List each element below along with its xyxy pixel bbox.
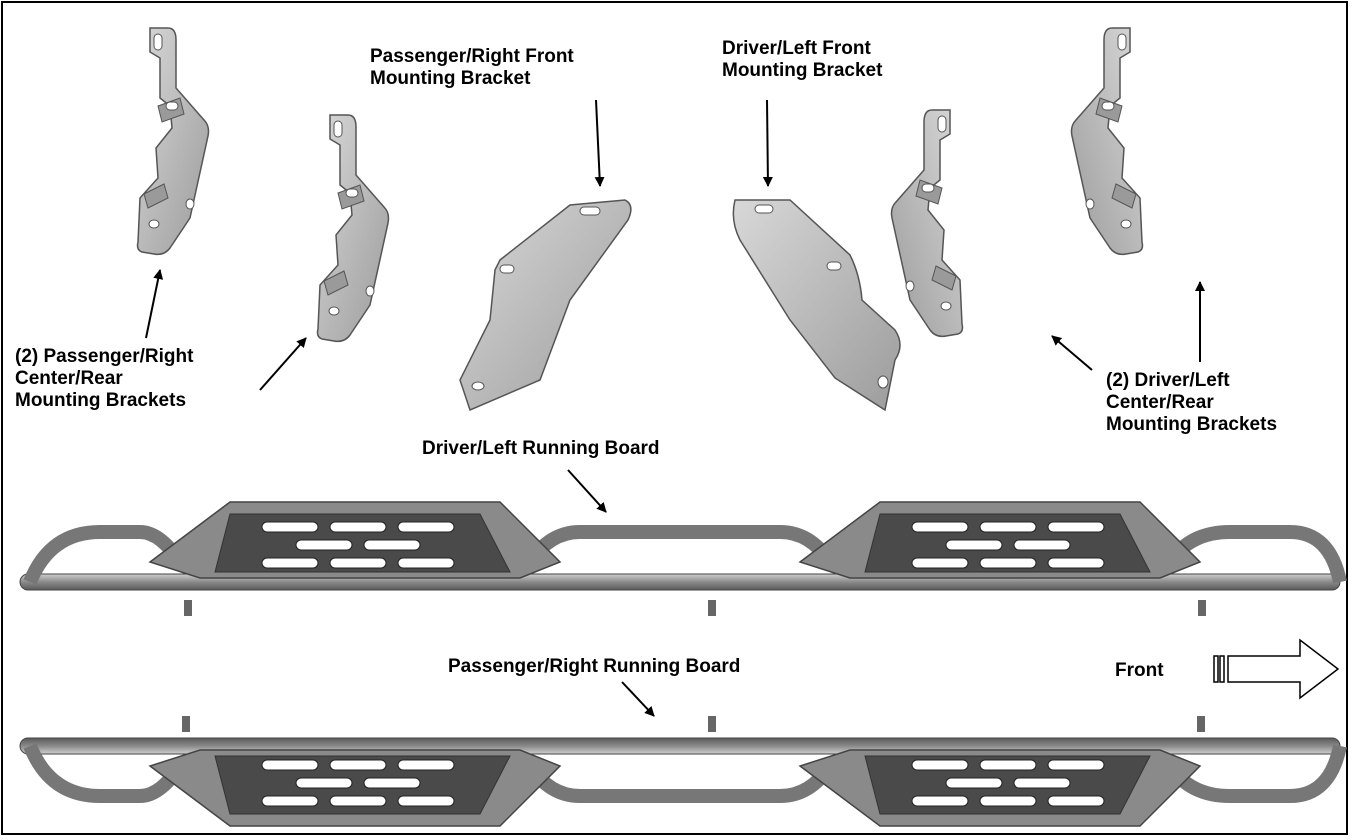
callout-arrow-icon <box>145 269 164 339</box>
callout-arrow-icon <box>1051 335 1093 371</box>
bracket-icon <box>732 199 901 412</box>
bracket-icon <box>1070 27 1144 256</box>
running-board-icon <box>20 502 1340 616</box>
callout-arrow-icon <box>259 337 307 391</box>
callout-arrow-icon <box>567 469 607 513</box>
bracket-icon <box>136 27 210 256</box>
bracket-icon <box>890 109 964 338</box>
front-label: Front <box>1115 660 1164 681</box>
callout-arrow-icon <box>594 99 605 187</box>
callout-arrow-icon <box>621 681 655 717</box>
passenger-running-board-label: Passenger/Right Running Board <box>448 656 741 677</box>
callout-arrow-icon <box>762 99 773 187</box>
bracket-icon <box>459 199 632 412</box>
driver-running-board-label: Driver/Left Running Board <box>422 438 660 459</box>
running-board-icon <box>20 738 1340 826</box>
front-direction-arrow-icon <box>1213 638 1340 700</box>
bracket-icon <box>316 114 390 343</box>
